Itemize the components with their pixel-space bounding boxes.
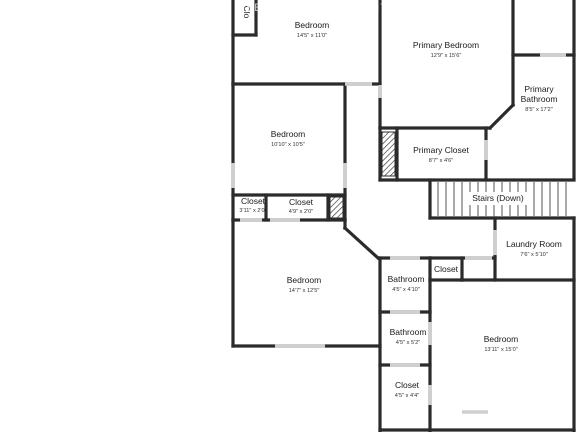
- room-name-closet-d: Closet: [395, 380, 420, 390]
- room-name-bedroom-top: Bedroom: [295, 20, 330, 30]
- room-dims-closet-d: 4'5" x 4'4": [395, 393, 419, 399]
- room-name-primary-bathroom-2: Bathroom: [521, 94, 558, 104]
- room-name-primary-bathroom-1: Primary: [524, 84, 554, 94]
- room-dims-bedroom-lower-right: 13'11" x 15'0": [484, 347, 517, 353]
- house-logo-icon: [463, 367, 493, 397]
- room-dims-bathroom-a: 4'5" x 4'10": [392, 287, 420, 293]
- room-name-stairs: Stairs (Down): [472, 193, 524, 203]
- windows: [231, 53, 566, 414]
- watermark-logo: invit: [518, 372, 555, 392]
- hatched-shaft-closet: [381, 131, 396, 177]
- room-name-primary-bedroom: Primary Bedroom: [413, 40, 479, 50]
- room-dims-closet-b: 4'9" x 2'0": [289, 209, 313, 215]
- room-name-primary-closet: Primary Closet: [413, 145, 469, 155]
- room-dims-primary-closet: 8'7" x 4'6": [429, 158, 453, 164]
- room-name-bedroom-lower-right: Bedroom: [484, 334, 519, 344]
- room-dims-bedroom-mid: 10'10" x 10'5": [271, 142, 305, 148]
- room-name-bedroom-mid: Bedroom: [271, 129, 306, 139]
- room-labels: Bedroom 14'5" x 11'0" Primary Bedroom 12…: [239, 6, 561, 399]
- stairs-label-bg: [467, 192, 529, 205]
- room-dims-bedroom-lower-left: 14'7" x 12'5": [289, 288, 320, 294]
- room-name-closet-c: Closet: [434, 264, 459, 274]
- room-dims-closet-a: 3'11" x 2'0": [239, 208, 266, 214]
- room-name-bathroom-b: Bathroom: [390, 327, 427, 337]
- room-dims-laundry: 7'6" x 5'10": [520, 252, 548, 258]
- room-name-closet-a: Closet: [241, 196, 266, 206]
- walls: [231, 0, 576, 432]
- watermark-top: USE ONLY ON THE INVITATION HOMES SITE: [237, 2, 507, 14]
- room-name-closet-top-corner: Clo: [242, 6, 252, 19]
- room-dims-primary-bedroom: 12'9" x 15'6": [431, 53, 462, 59]
- room-dims-bedroom-top: 14'5" x 11'0": [297, 33, 327, 39]
- room-name-laundry: Laundry Room: [506, 239, 562, 249]
- room-dims-primary-bathroom: 8'5" x 17'2": [525, 107, 553, 113]
- hatched-shaft-hall: [329, 196, 344, 219]
- room-name-closet-b: Closet: [289, 197, 314, 207]
- room-name-bathroom-a: Bathroom: [388, 274, 425, 284]
- room-name-bedroom-lower-left: Bedroom: [287, 275, 322, 285]
- room-dims-bathroom-b: 4'5" x 5'2": [396, 340, 420, 346]
